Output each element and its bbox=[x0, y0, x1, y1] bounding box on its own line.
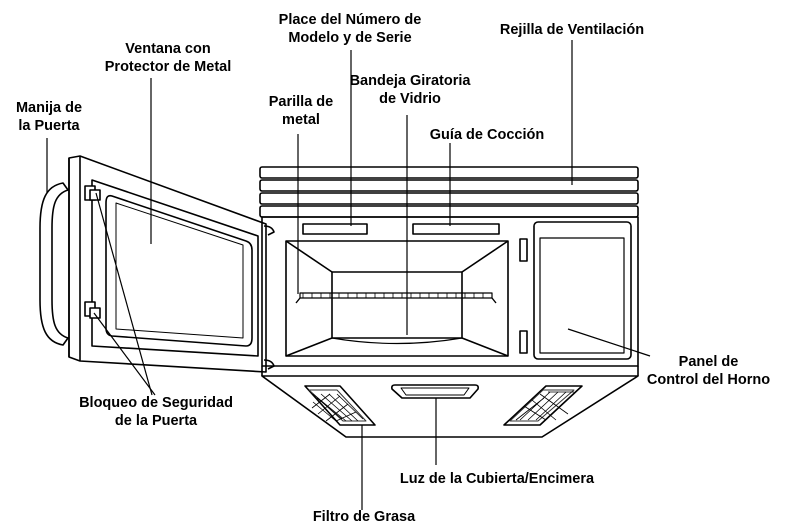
label-door-handle: Manija de la Puerta bbox=[15, 100, 83, 134]
oven-bottom bbox=[261, 375, 639, 438]
grease-filter-left bbox=[304, 385, 376, 426]
grease-filter-right bbox=[503, 385, 583, 426]
label-safety-lock: Bloqueo de Seguridad de la Puerta bbox=[79, 395, 233, 429]
leader-safety-lock-1 bbox=[95, 192, 153, 396]
door-slot-lower bbox=[519, 330, 528, 354]
label-cooktop-light: Luz de la Cubierta/Encimera bbox=[399, 471, 595, 487]
safety-lock-upper bbox=[84, 185, 101, 201]
leader-safety-lock-2 bbox=[93, 312, 156, 396]
oven-cavity bbox=[285, 240, 509, 357]
cooktop-light bbox=[391, 384, 479, 399]
door-handle bbox=[39, 182, 69, 346]
label-control-panel: Panel de Control del Horno bbox=[646, 354, 771, 388]
metal-rack bbox=[295, 292, 497, 304]
label-window: Ventana con Protector de Metal bbox=[104, 41, 232, 75]
label-grease-filter: Filtro de Grasa bbox=[312, 509, 416, 525]
door-slot-upper bbox=[519, 238, 528, 262]
door-inner-panel bbox=[91, 179, 259, 357]
label-vent-grille: Rejilla de Ventilación bbox=[499, 22, 645, 38]
model-plate bbox=[302, 223, 368, 235]
cooking-guide-plate bbox=[412, 223, 500, 235]
vent-grille bbox=[259, 166, 639, 218]
leader-lines bbox=[46, 40, 651, 510]
control-panel bbox=[533, 221, 632, 360]
label-cooking-guide: Guía de Cocción bbox=[429, 127, 545, 143]
door bbox=[39, 155, 275, 373]
label-metal-rack: Parilla de metal bbox=[268, 94, 334, 128]
leader-control-panel bbox=[567, 328, 651, 357]
label-model-plate: Place del Número de Modelo y de Serie bbox=[278, 12, 422, 46]
door-window bbox=[105, 194, 253, 347]
oven-body bbox=[259, 166, 639, 438]
door-hinge-top bbox=[263, 225, 275, 236]
label-turntable: Bandeja Giratoria de Vidrio bbox=[349, 73, 471, 107]
safety-lock-lower bbox=[84, 301, 101, 319]
